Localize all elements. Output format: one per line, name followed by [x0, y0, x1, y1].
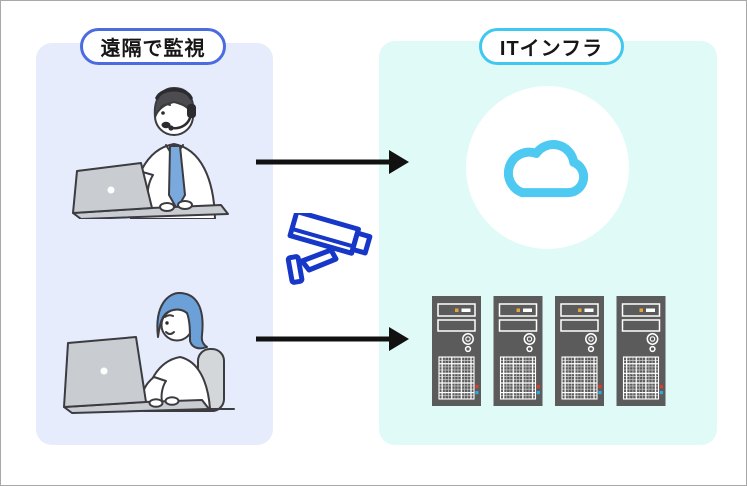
- cloud-platform-badge: [466, 86, 629, 249]
- female-laptop: [63, 336, 210, 414]
- server-tower-icon: [615, 296, 666, 406]
- remote-monitoring-label-pill: 遠隔で監視: [80, 28, 226, 65]
- server-tower-icon: [492, 296, 544, 406]
- female-operator-head: [156, 292, 208, 350]
- server-tower-icon: [554, 296, 605, 406]
- it-infrastructure-label: ITインフラ: [499, 38, 604, 60]
- male-laptop: [72, 162, 229, 219]
- server-tower-icon: [432, 296, 482, 406]
- it-infrastructure-label-pill: ITインフラ: [479, 28, 624, 65]
- server-rack-group: [432, 296, 666, 406]
- operator-at-laptop-illustration: [63, 292, 235, 414]
- remote-monitoring-label: 遠隔で監視: [100, 38, 206, 60]
- cloud-icon: [503, 139, 588, 197]
- headset-icon: [155, 88, 196, 131]
- surveillance-camera-icon: [285, 213, 373, 285]
- operator-with-headset-illustration: [72, 87, 229, 219]
- male-operator-head: [153, 87, 196, 136]
